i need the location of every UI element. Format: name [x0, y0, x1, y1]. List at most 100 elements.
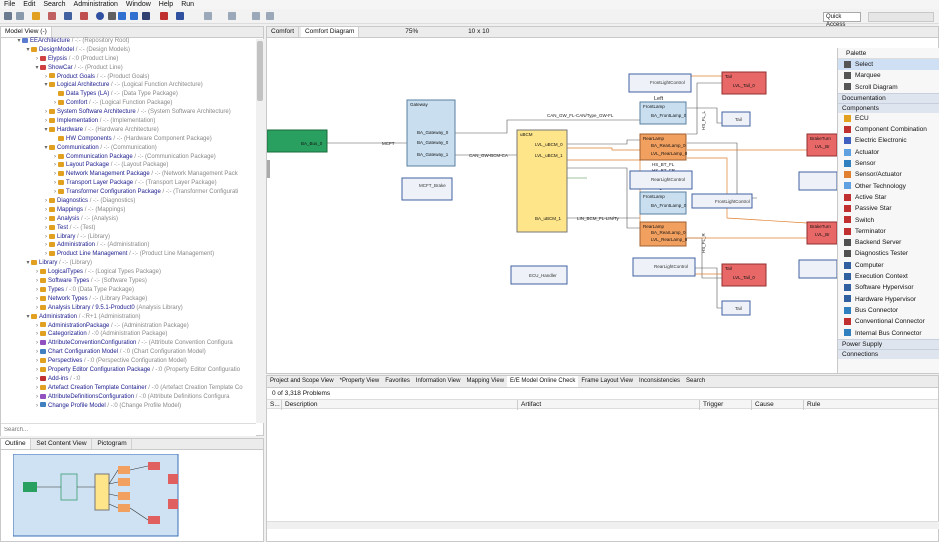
expand-toggle-icon[interactable]: ›	[36, 402, 38, 409]
nav-icon-2[interactable]	[228, 12, 236, 20]
tree-item[interactable]: ›Types / -:0 (Data Type Package)	[8, 286, 256, 295]
brake-turn-bottom[interactable]	[806, 221, 837, 245]
tree-item[interactable]: ▾Hardware / -:- (Hardware Architecture)	[8, 126, 256, 135]
expand-toggle-icon[interactable]: ›	[54, 162, 56, 169]
tree-item[interactable]: ›Software Types / -:- (Software Types)	[8, 277, 256, 286]
expand-toggle-icon[interactable]: ›	[36, 331, 38, 338]
palette-component-actuator[interactable]: Actuator	[838, 147, 939, 158]
tree-item[interactable]: ›Change Profile Model / -:0 (Change Prof…	[8, 402, 256, 410]
tail-top[interactable]	[721, 71, 767, 95]
expand-toggle-icon[interactable]: ▾	[26, 260, 30, 267]
tree-item[interactable]: ›Analysis / -:- (Analysis)	[8, 215, 256, 224]
palette-component-diagnostics-tester[interactable]: Diagnostics Tester	[838, 248, 939, 259]
connect-tool-icon[interactable]	[130, 12, 138, 20]
tree-item[interactable]: ›Chart Configuration Model / -:0 (Chart …	[8, 348, 256, 357]
tree-item[interactable]: ›Library / -:- (Library)	[8, 233, 256, 242]
column-header[interactable]: Trigger	[700, 400, 752, 410]
rear-lamp-right[interactable]	[639, 221, 687, 247]
menu-run[interactable]: Run	[181, 1, 195, 8]
tab-comfort-diagram[interactable]: Comfort Diagram	[300, 27, 360, 37]
menu-search[interactable]: Search	[43, 1, 66, 8]
tree-item[interactable]: ›AttributeConventionConfiguration / -:- …	[8, 339, 256, 348]
front-lamp-right[interactable]	[639, 191, 687, 215]
problems-h-scrollbar[interactable]	[267, 521, 939, 529]
expand-toggle-icon[interactable]: ▾	[26, 46, 30, 53]
expand-toggle-icon[interactable]: ›	[36, 375, 38, 382]
expand-toggle-icon[interactable]: ›	[36, 278, 38, 285]
undo-icon[interactable]	[16, 12, 24, 20]
print-icon[interactable]	[80, 12, 88, 20]
outline-thumbnail[interactable]	[13, 454, 183, 540]
connection-line[interactable]	[687, 107, 722, 124]
connection-line[interactable]	[687, 82, 722, 135]
refresh-icon[interactable]	[48, 12, 56, 20]
back-icon[interactable]	[252, 12, 260, 20]
connection-line[interactable]	[567, 139, 640, 145]
ecu-handler-box[interactable]	[510, 265, 568, 285]
perspective-switcher[interactable]	[868, 12, 934, 22]
tree-item[interactable]: ›Mappings / -:- (Mappings)	[8, 206, 256, 215]
bottom-tab-5[interactable]: E/E Model Online Check	[507, 376, 579, 387]
palette-component-component-combination[interactable]: Component Combination	[838, 124, 939, 135]
palette-component-hardware-hypervisor[interactable]: Hardware Hypervisor	[838, 294, 939, 305]
bottom-tab-1[interactable]: *Property View	[339, 378, 380, 384]
expand-toggle-icon[interactable]: ›	[45, 109, 47, 116]
tree-item[interactable]: ›Layout Package / -:- (Layout Package)	[8, 161, 256, 170]
tree-item[interactable]: ▾Communication / -:- (Communication)	[8, 144, 256, 153]
brake-ctrl-box-2[interactable]	[798, 259, 837, 279]
column-header[interactable]: Cause	[752, 400, 804, 410]
tree-item[interactable]: Data Types (LA) / -:- (Data Type Package…	[8, 90, 256, 99]
grid-value[interactable]: 10 x 10	[468, 28, 490, 35]
front-lamp-left[interactable]	[639, 101, 687, 125]
expand-toggle-icon[interactable]: ›	[36, 384, 38, 391]
palette-component-active-star[interactable]: Active Star	[838, 192, 939, 203]
connection-line[interactable]	[687, 142, 757, 199]
tree-item[interactable]: ›Comfort / -:- (Logical Function Package…	[8, 99, 256, 108]
tree-item[interactable]: ›AdministrationPackage / -:- (Administra…	[8, 322, 256, 331]
palette-component-sensor-actuator[interactable]: Sensor/Actuator	[838, 169, 939, 180]
expand-toggle-icon[interactable]: ›	[54, 189, 56, 196]
tail-small-box[interactable]	[721, 111, 751, 127]
tab-set-content-view[interactable]: Set Content View	[32, 439, 92, 449]
bottom-tab-7[interactable]: Inconsistencies	[639, 378, 681, 384]
connection-line[interactable]	[687, 267, 722, 309]
expand-toggle-icon[interactable]: ›	[36, 322, 38, 329]
brake-ctrl-box[interactable]	[798, 171, 837, 191]
forward-icon[interactable]	[266, 12, 274, 20]
tail-bottom[interactable]	[721, 263, 767, 287]
menu-help[interactable]: Help	[158, 1, 174, 8]
tree-item[interactable]: ›Product Line Management / -:- (Product …	[8, 250, 256, 259]
save-icon[interactable]	[4, 12, 12, 20]
expand-toggle-icon[interactable]: ▾	[26, 313, 30, 320]
palette-category-documentation[interactable]: Documentation	[838, 92, 939, 103]
connection-line[interactable]	[455, 119, 640, 134]
tree-item[interactable]: ›Analysis Library / 9.5.1-Product0 (Anal…	[8, 304, 256, 313]
tree-item[interactable]: ›Administration / -:- (Administration)	[8, 241, 256, 250]
tree-item[interactable]: ›Network Management Package / -:- (Netwo…	[8, 170, 256, 179]
stop-icon[interactable]	[160, 12, 168, 20]
expand-toggle-icon[interactable]: ›	[45, 73, 47, 80]
bottom-tab-8[interactable]: Search	[686, 378, 706, 384]
expand-toggle-icon[interactable]: ›	[45, 215, 47, 222]
expand-toggle-icon[interactable]: ›	[45, 233, 47, 240]
palette-component-execution-context[interactable]: Execution Context	[838, 271, 939, 282]
tree-item[interactable]: ›System Software Architecture / -:- (Sys…	[8, 108, 256, 117]
bottom-tab-4[interactable]: Mapping View	[466, 378, 505, 384]
palette-component-sensor[interactable]: Sensor	[838, 158, 939, 169]
expand-toggle-icon[interactable]: ›	[45, 118, 47, 125]
palette-component-ecu[interactable]: ECU	[838, 113, 939, 124]
tree-item[interactable]: ▾Logical Architecture / -:- (Logical Fun…	[8, 81, 256, 90]
bottom-tab-6[interactable]: Frame Layout View	[581, 378, 634, 384]
circle-icon[interactable]	[96, 12, 104, 20]
expand-toggle-icon[interactable]: ›	[45, 242, 47, 249]
palette-component-conventional-connector[interactable]: Conventional Connector	[838, 316, 939, 327]
rear-light-control-box-2[interactable]	[632, 257, 696, 277]
expand-toggle-icon[interactable]: ›	[36, 286, 38, 293]
expand-toggle-icon[interactable]: ›	[36, 358, 38, 365]
tree-item[interactable]: ›Artefact Creation Template Container / …	[8, 384, 256, 393]
expand-toggle-icon[interactable]: ›	[36, 55, 38, 62]
expand-toggle-icon[interactable]: ▾	[35, 64, 39, 71]
tab-comfort[interactable]: Comfort	[267, 27, 300, 37]
expand-toggle-icon[interactable]: ›	[54, 171, 56, 178]
tree-item[interactable]: ›Transport Layer Package / -:- (Transpor…	[8, 179, 256, 188]
